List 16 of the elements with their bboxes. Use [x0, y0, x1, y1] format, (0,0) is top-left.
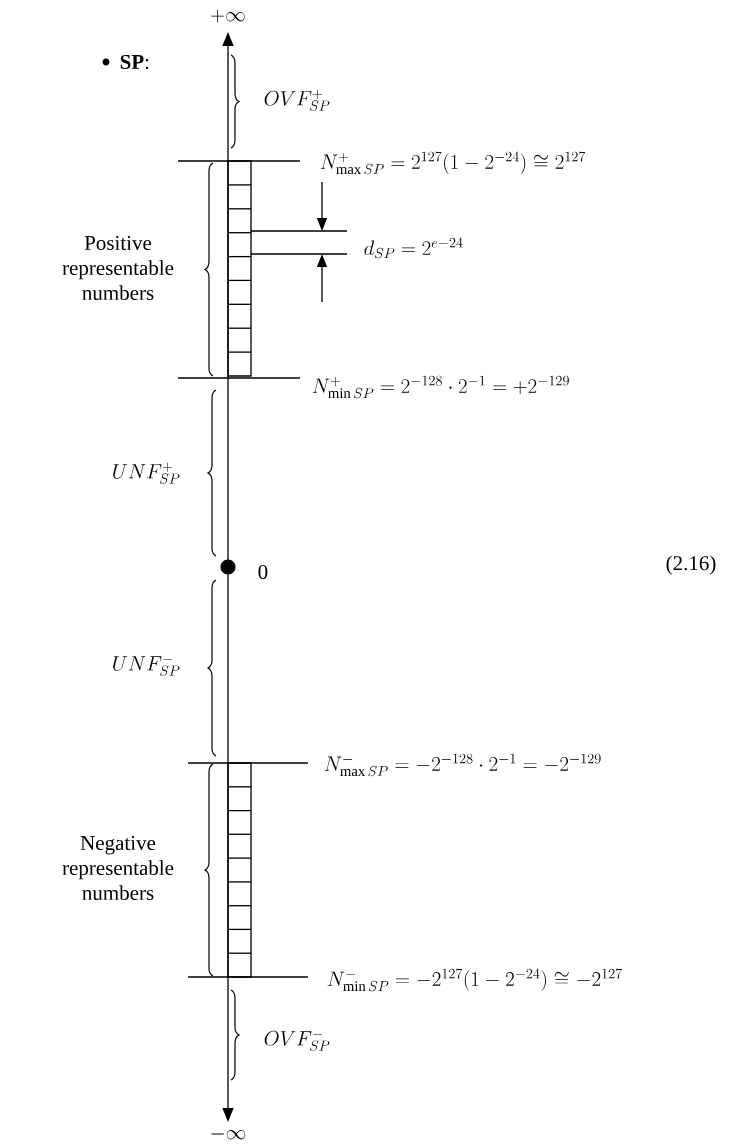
range-label: Positive representable numbers — [62, 235, 174, 301]
heading-label: SP: — [120, 54, 149, 70]
equation-number: (2.16) — [666, 555, 716, 575]
zero-label: 0 — [258, 564, 268, 580]
range-label: $OVF^{+}_{SP}$ — [264, 89, 330, 111]
bound-equation: $N^{+}_{\min SP} = 2^{-128}\cdot 2^{-1} = +2^{-129}$ — [312, 375, 569, 399]
range-label: $UNF^{-}_{SP}$ — [113, 656, 180, 676]
range-label: Negative representable numbers — [62, 835, 174, 901]
bound-equation: $N^{-}_{\min SP} = -2^{127}(1-2^{-24}) \cong -2^{127}$ — [327, 968, 623, 992]
spacing-equation: $d_{SP} = 2^{e-24}$ — [364, 237, 463, 259]
infinity-label: $-\infty$ — [211, 1130, 246, 1140]
bound-equation: $N^{-}_{\max SP} = -2^{-128}\cdot 2^{-1} = -2^{-129}$ — [324, 753, 601, 777]
bound-equation: $N^{+}_{\max SP} = 2^{127}(1-2^{-24}) \cong 2^{127}$ — [320, 151, 586, 175]
range-label: $OVF^{-}_{SP}$ — [264, 1030, 330, 1051]
infinity-label: $+\infty$ — [211, 9, 245, 23]
range-label: $UNF^{+}_{SP}$ — [113, 462, 180, 484]
